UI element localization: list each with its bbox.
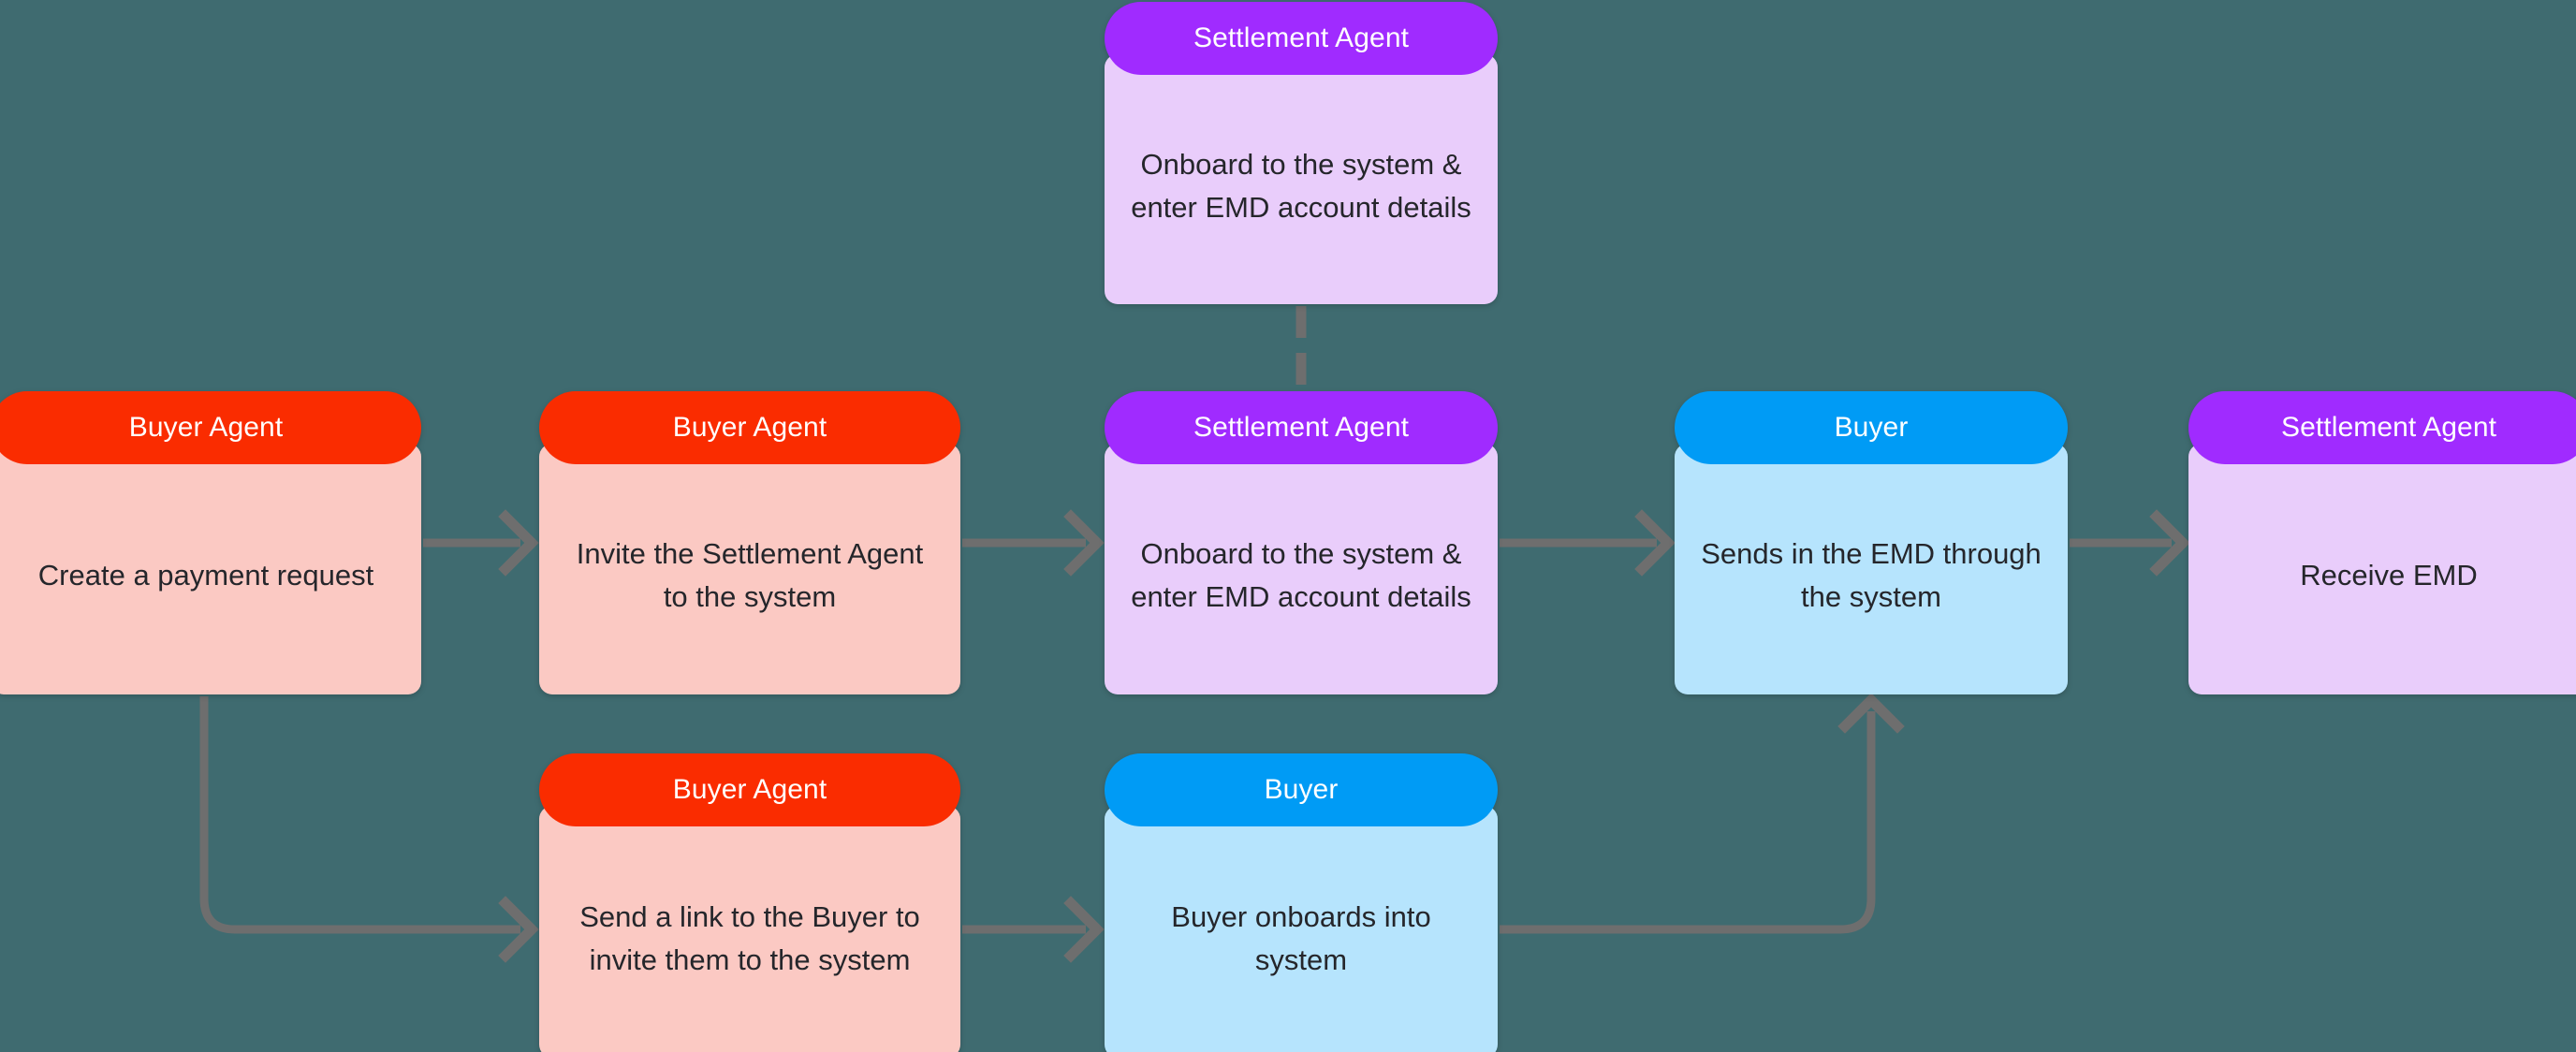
node-buyer-onboards[interactable]: Buyer Buyer onboards into system [1105, 753, 1498, 1052]
node-text: Sends in the EMD through the system [1701, 537, 2042, 613]
node-settlement-agent-onboard-top[interactable]: Settlement Agent Onboard to the system &… [1105, 2, 1498, 304]
node-text: Onboard to the system & enter EMD accoun… [1131, 147, 1471, 224]
edge-send-link-to-onboards [962, 896, 1105, 963]
node-role-label: Buyer [1675, 391, 2068, 464]
node-buyer-agent-send-link[interactable]: Buyer Agent Send a link to the Buyer to … [539, 753, 960, 1052]
node-role-label: Buyer Agent [539, 753, 960, 826]
node-buyer-agent-invite-settlement-agent[interactable]: Buyer Agent Invite the Settlement Agent … [539, 391, 960, 694]
node-body: Send a link to the Buyer to invite them … [539, 806, 960, 1052]
node-role-label: Settlement Agent [1105, 2, 1498, 75]
node-body: Sends in the EMD through the system [1675, 444, 2068, 694]
node-body: Onboard to the system & enter EMD accoun… [1105, 444, 1498, 694]
node-role-label: Buyer Agent [0, 391, 421, 464]
node-body: Onboard to the system & enter EMD accoun… [1105, 54, 1498, 304]
node-text: Onboard to the system & enter EMD accoun… [1131, 537, 1471, 613]
edge-onboards-to-sends [1500, 693, 1905, 934]
node-role-label: Buyer [1105, 753, 1498, 826]
node-text: Buyer onboards into system [1171, 899, 1431, 976]
node-text: Receive EMD [2300, 559, 2478, 592]
node-buyer-agent-create-payment-request[interactable]: Buyer Agent Create a payment request [0, 391, 421, 694]
node-text: Create a payment request [37, 559, 374, 592]
node-body: Invite the Settlement Agent to the syste… [539, 444, 960, 694]
edge-sends-to-receive [2070, 509, 2190, 577]
edge-onboard-to-sends [1500, 509, 1676, 577]
node-settlement-agent-receive-emd[interactable]: Settlement Agent Receive EMD [2188, 391, 2576, 694]
node-role-label: Buyer Agent [539, 391, 960, 464]
node-role-label: Settlement Agent [1105, 391, 1498, 464]
node-text: Send a link to the Buyer to invite them … [579, 899, 920, 976]
node-body: Create a payment request [0, 444, 421, 694]
edge-create-to-send-link [199, 696, 539, 963]
edge-create-to-invite [423, 509, 539, 577]
node-body: Buyer onboards into system [1105, 806, 1498, 1052]
node-role-label: Settlement Agent [2188, 391, 2576, 464]
edge-invite-to-onboard [962, 509, 1105, 577]
node-text: Invite the Settlement Agent to the syste… [576, 537, 924, 613]
node-settlement-agent-onboard-mid[interactable]: Settlement Agent Onboard to the system &… [1105, 391, 1498, 694]
node-body: Receive EMD [2188, 444, 2576, 694]
node-buyer-sends-emd[interactable]: Buyer Sends in the EMD through the syste… [1675, 391, 2068, 694]
